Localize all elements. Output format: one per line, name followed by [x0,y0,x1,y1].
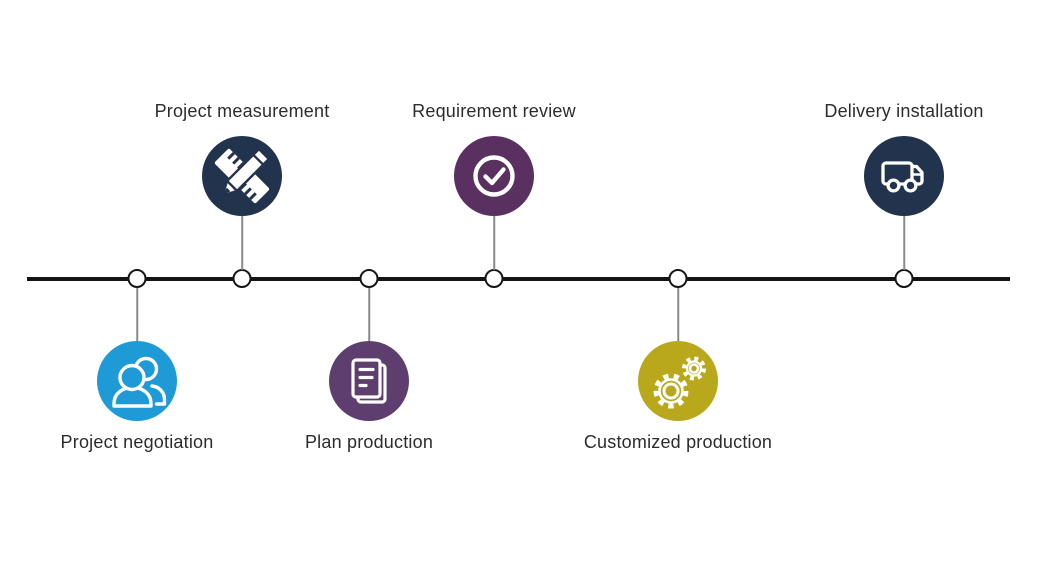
step-circle [864,136,944,216]
truck-icon [881,161,924,193]
connector-line [903,216,905,270]
gears-icon [653,356,706,409]
step-circle [202,136,282,216]
connector-line [677,288,679,341]
timeline-node [894,269,914,288]
step-label: Requirement review [412,101,576,121]
step-circle [329,341,409,421]
step-circle [97,341,177,421]
connector-line [493,216,495,270]
timeline-node [668,269,688,288]
step-label: Plan production [304,432,434,452]
step-label: Project measurement [154,101,330,121]
people-icon [112,356,167,408]
ruler-pencil-icon [214,147,271,204]
timeline-node [359,269,379,288]
step-circle [454,136,534,216]
step-label: Customized production [583,432,773,452]
connector-line [241,216,243,270]
connector-line [136,288,138,341]
step-label: Delivery installation [824,101,984,121]
step-circle [638,341,718,421]
step-label: Project negotiation [60,432,214,452]
document-icon [351,358,387,404]
timeline-node [232,269,252,288]
timeline-axis [27,277,1010,281]
check-circle-icon [473,155,515,197]
connector-line [368,288,370,341]
timeline-node [127,269,147,288]
timeline-node [484,269,504,288]
